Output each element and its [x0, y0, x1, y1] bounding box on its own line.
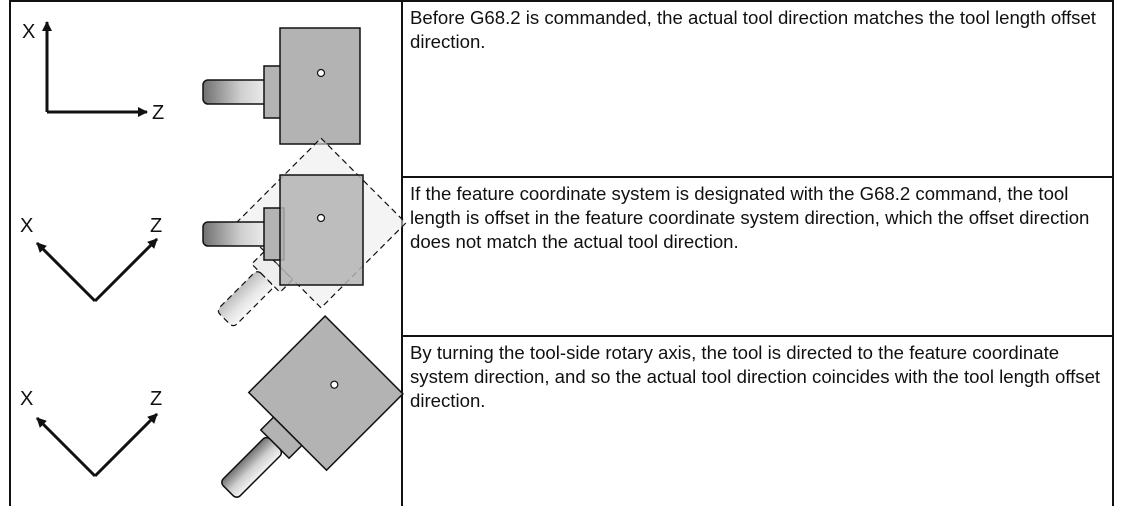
- row-2-coordinate-axes: X Z: [20, 215, 162, 303]
- tool-shaft: [202, 79, 274, 105]
- row-1-tool-head: [202, 27, 361, 145]
- z-axis-arrow: [93, 412, 159, 478]
- row-2-description: If the feature coordinate system is desi…: [410, 183, 1090, 252]
- rotation-center-dot: [330, 380, 339, 389]
- row-2-tool-head: [202, 137, 407, 327]
- x-axis-arrow: [35, 416, 97, 478]
- row-1-coordinate-axes: X Z: [22, 21, 164, 124]
- spindle-head: [279, 27, 361, 145]
- x-axis-label: X: [20, 215, 33, 237]
- row-3-description: By turning the tool-side rotary axis, th…: [410, 342, 1101, 411]
- row-3-coordinate-axes: X Z: [20, 388, 162, 478]
- spindle-head: [279, 174, 364, 286]
- table-grid: [9, 0, 1114, 506]
- z-axis-label: Z: [152, 102, 164, 124]
- x-axis-label: X: [22, 21, 35, 43]
- row-3-tool-head-rotated: [221, 315, 404, 498]
- rotation-center-dot: [316, 68, 326, 78]
- tool-shaft: [202, 221, 274, 247]
- row-1-description: Before G68.2 is commanded, the actual to…: [410, 7, 1096, 52]
- tool-shaft: [221, 436, 283, 498]
- x-axis-arrow: [35, 241, 97, 303]
- z-axis-arrow: [93, 237, 159, 303]
- z-axis-label: Z: [150, 215, 162, 237]
- z-axis-label: Z: [150, 388, 162, 410]
- rotation-center-dot: [316, 213, 326, 223]
- x-axis-label: X: [20, 388, 33, 410]
